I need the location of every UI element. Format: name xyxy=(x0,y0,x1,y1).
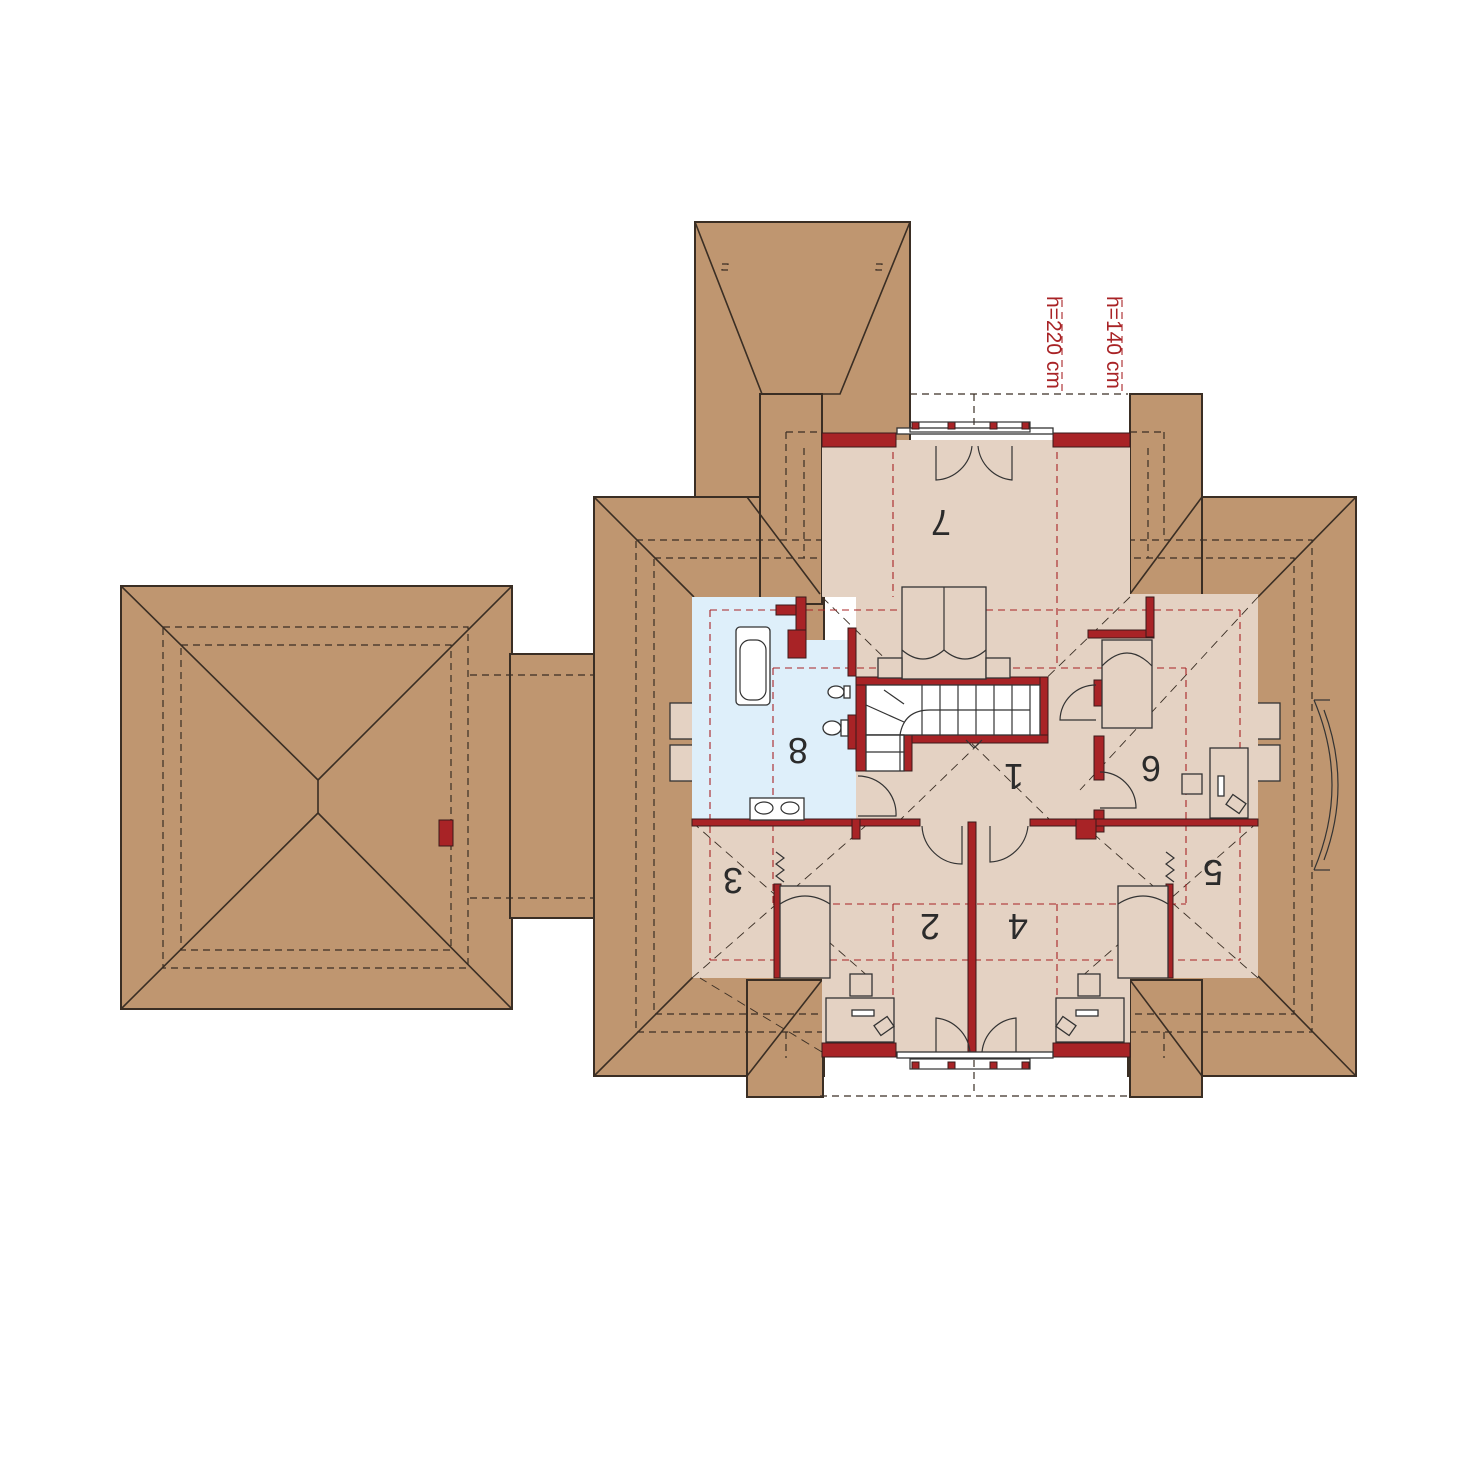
interior xyxy=(691,300,1259,1053)
toilet xyxy=(822,685,851,737)
room-numbers: 1 2 3 4 5 6 7 8 xyxy=(723,502,1223,947)
double-sink xyxy=(749,797,805,821)
height-labels: h=220 cm h=140 cm xyxy=(1042,296,1125,389)
staircase xyxy=(865,684,1041,772)
annex-roof xyxy=(120,585,513,1010)
room-number-1: 1 xyxy=(1004,756,1024,797)
room-number-6: 6 xyxy=(1141,748,1161,789)
room-number-3: 3 xyxy=(723,860,743,901)
windows xyxy=(896,421,1054,1070)
room-number-8: 8 xyxy=(788,730,808,771)
furniture xyxy=(735,586,1249,1043)
room-number-7: 7 xyxy=(931,502,951,543)
bathtub xyxy=(735,626,771,706)
chimney xyxy=(438,819,454,847)
doors xyxy=(857,445,1137,1053)
connector-roof xyxy=(470,653,636,919)
height-label-140: h=140 cm xyxy=(1102,296,1125,389)
height-label-220: h=220 cm xyxy=(1042,296,1065,389)
room-number-5: 5 xyxy=(1203,852,1223,893)
room-number-4: 4 xyxy=(1008,906,1028,947)
room-number-2: 2 xyxy=(920,906,940,947)
